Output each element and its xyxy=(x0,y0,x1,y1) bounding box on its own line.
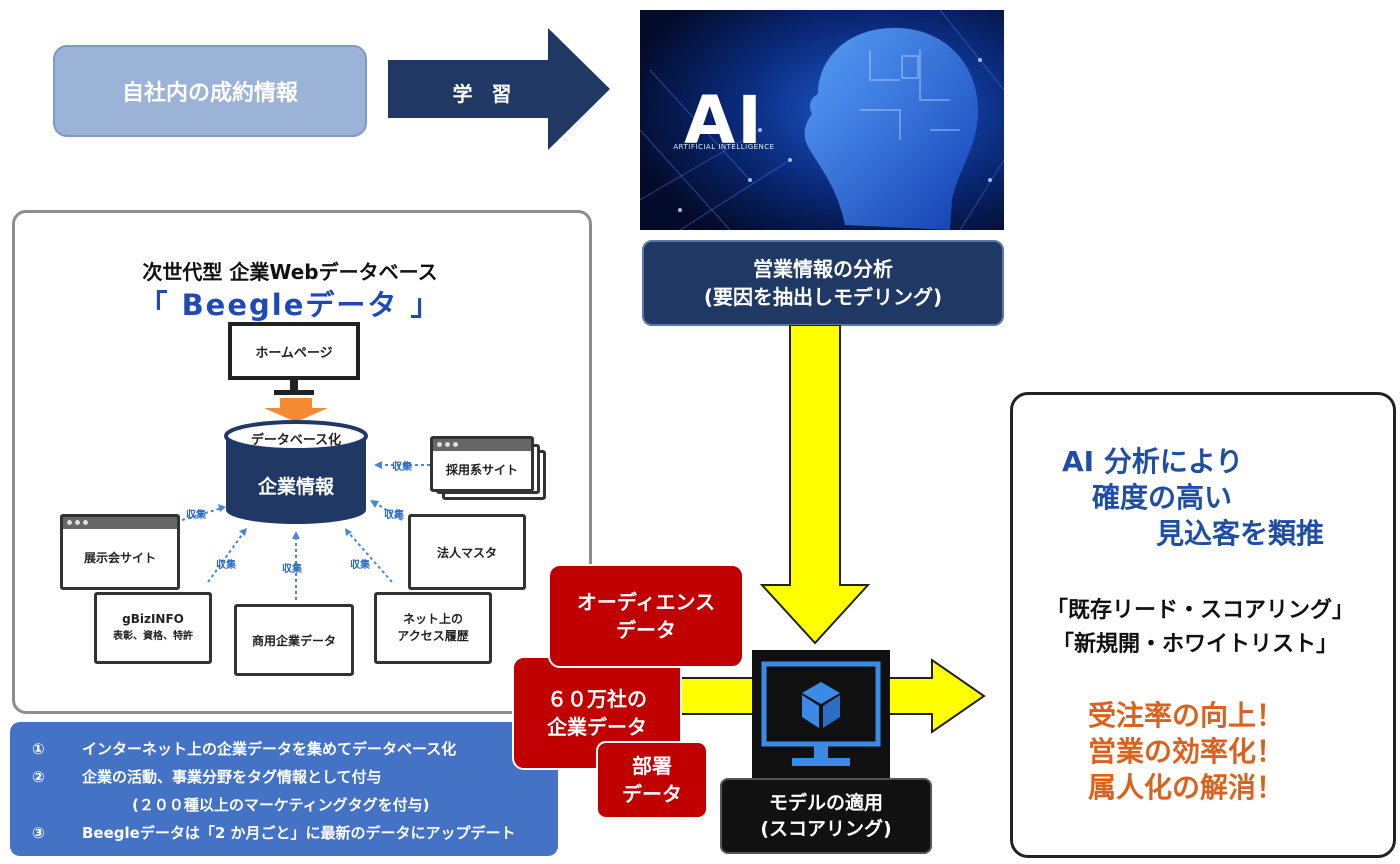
result-line3: 見込客を類推 xyxy=(1156,517,1325,550)
scoring-line1: モデルの適用 xyxy=(768,792,883,814)
learn-arrow xyxy=(388,28,610,150)
collect-label-2: 収集 xyxy=(384,510,404,521)
analysis-line1: 営業情報の分析 xyxy=(753,257,893,281)
source-box: 自社内の成約情報 xyxy=(53,45,367,137)
database-label: データベース化 xyxy=(250,432,342,448)
list-item: (２００種以上のマーケティングタグを付与) xyxy=(132,796,430,814)
gbizinfo-window: gBizINFO 表彰、資格、特許 xyxy=(94,592,212,664)
result-line4: 「既存リード・スコアリング」 xyxy=(1046,598,1355,623)
access-history-window: ネット上の アクセス履歴 xyxy=(374,592,492,664)
companies-line2: 企業データ xyxy=(547,715,647,739)
beegle-name: 「 Beegleデータ 」 xyxy=(138,288,442,322)
audience-line1: オーディエンス xyxy=(576,590,716,614)
learn-label: 学 習 xyxy=(452,81,518,106)
monitor-stand xyxy=(274,380,314,395)
collect-label-5: 収集 xyxy=(282,564,302,575)
scoring-monitor xyxy=(752,650,890,782)
access-line2: アクセス履歴 xyxy=(397,629,469,643)
scoring-line2: (スコアリング) xyxy=(760,818,892,840)
collect-label-3: 収集 xyxy=(186,510,206,521)
expo-site-label: 展示会サイト xyxy=(83,550,156,565)
result-line6: 受注率の向上！ xyxy=(1088,699,1285,732)
recruit-site-window: 採用系サイト xyxy=(430,436,534,492)
recruit-site-label: 採用系サイト xyxy=(445,462,518,477)
commercial-data-window: 商用企業データ xyxy=(234,604,354,676)
access-line1: ネット上の xyxy=(402,612,463,626)
ai-logo: AI xyxy=(684,81,764,159)
down-arrow-orange xyxy=(264,398,328,422)
expo-site-window: 展示会サイト xyxy=(60,514,180,590)
database-cylinder xyxy=(224,420,368,524)
department-data-box: 部署 データ xyxy=(596,741,708,819)
result-line1: AI 分析により xyxy=(1062,445,1244,478)
down-arrow xyxy=(760,325,870,645)
companies-line1: ６０万社の xyxy=(547,687,647,711)
corp-master-label: 法人マスタ xyxy=(436,545,497,560)
source-label: 自社内の成約情報 xyxy=(121,81,298,106)
beegle-title: 次世代型 企業Webデータベース xyxy=(142,259,438,284)
ai-subtitle: ARTIFICIAL INTELLIGENCE xyxy=(673,143,775,151)
collect-arrows xyxy=(181,461,430,600)
result-line7: 営業の効率化！ xyxy=(1088,735,1285,768)
ai-head-image xyxy=(640,10,1004,230)
scoring-label: モデルの適用 (スコアリング) xyxy=(720,778,932,854)
homepage-label: ホームページ xyxy=(255,345,333,361)
result-line5: 「新規開・ホワイトリスト」 xyxy=(1052,632,1339,657)
database-name: 企業情報 xyxy=(257,475,334,498)
analysis-box: 営業情報の分析 (要因を抽出しモデリング) xyxy=(642,240,1004,326)
gbizinfo-line2: 表彰、資格、特許 xyxy=(113,631,193,642)
result-box xyxy=(1010,392,1396,858)
result-line2: 確度の高い xyxy=(1092,481,1233,514)
result-line8: 属人化の解消！ xyxy=(1088,771,1285,804)
collect-label-4: 収集 xyxy=(216,560,236,571)
audience-data-box: オーディエンス データ xyxy=(548,564,744,668)
audience-line2: データ xyxy=(616,618,676,642)
analysis-line2: (要因を抽出しモデリング) xyxy=(703,285,943,309)
collect-label-1: 収集 xyxy=(392,462,412,473)
collect-label-6: 収集 xyxy=(350,560,370,571)
dept-line1: 部署 xyxy=(632,754,672,778)
gbizinfo-line1: gBizINFO xyxy=(122,612,184,626)
commercial-data-label: 商用企業データ xyxy=(251,633,336,648)
homepage-monitor: ホームページ xyxy=(228,322,360,380)
cube-icon xyxy=(802,682,840,728)
corp-master-window: 法人マスタ xyxy=(408,514,526,590)
dept-line2: データ xyxy=(622,782,682,806)
